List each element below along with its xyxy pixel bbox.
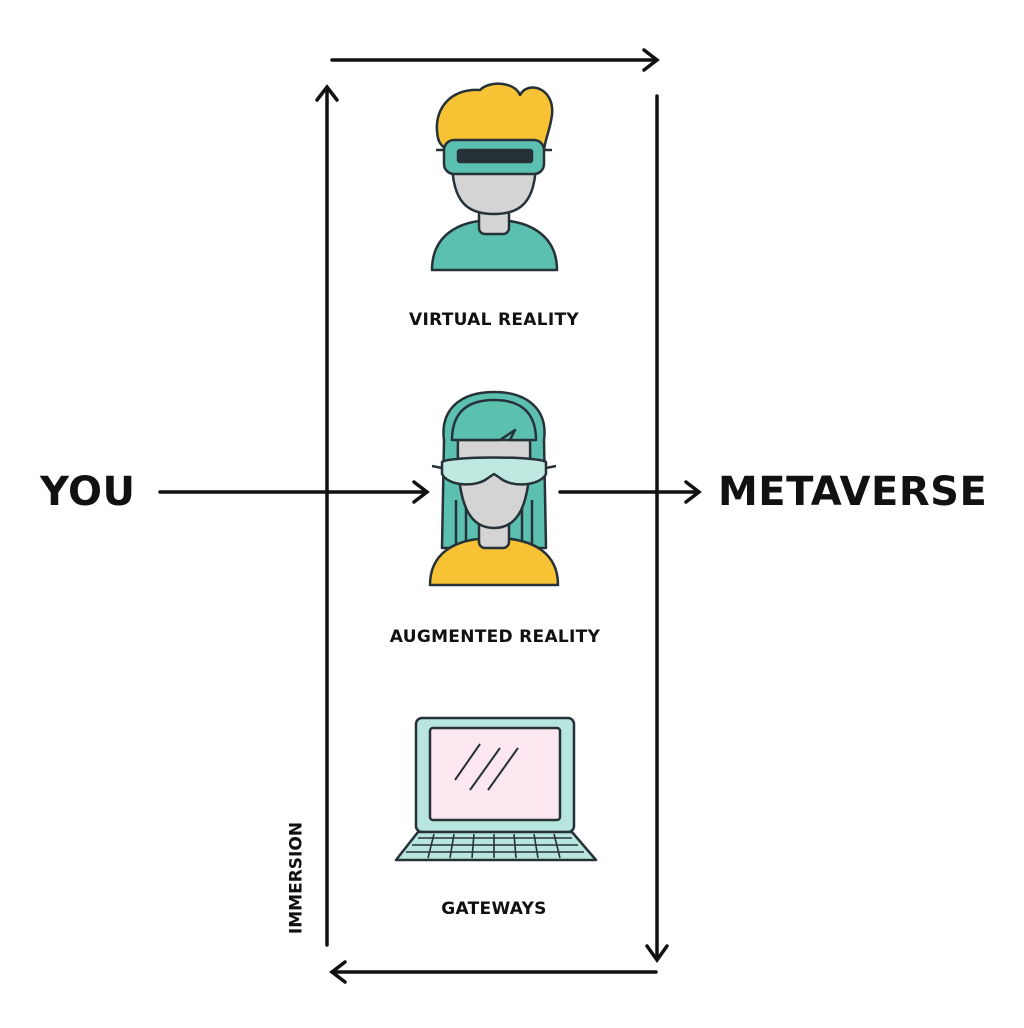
immersion-label: IMMERSION (286, 821, 307, 935)
person-with-ar-glasses-icon (428, 390, 560, 587)
immersion-loop (315, 48, 669, 984)
flow-arrows (158, 480, 702, 504)
gateways-label: GATEWAYS (441, 899, 547, 919)
person-with-vr-headset-icon (430, 82, 559, 272)
ar-to-metaverse-arrowhead (684, 480, 702, 504)
loop-arrowhead-right (645, 944, 669, 964)
virtual-reality-label: VIRTUAL REALITY (408, 310, 580, 330)
you-label: YOU (40, 469, 136, 515)
you-to-ar-arrowhead (412, 480, 430, 504)
loop-arrowhead-left (315, 84, 339, 102)
loop-arrowhead-top (642, 48, 660, 72)
loop-arrowhead-bottom (329, 960, 347, 984)
metaverse-label: METAVERSE (718, 469, 988, 515)
laptop-icon (394, 716, 598, 862)
augmented-reality-label: AUGMENTED REALITY (389, 627, 601, 647)
